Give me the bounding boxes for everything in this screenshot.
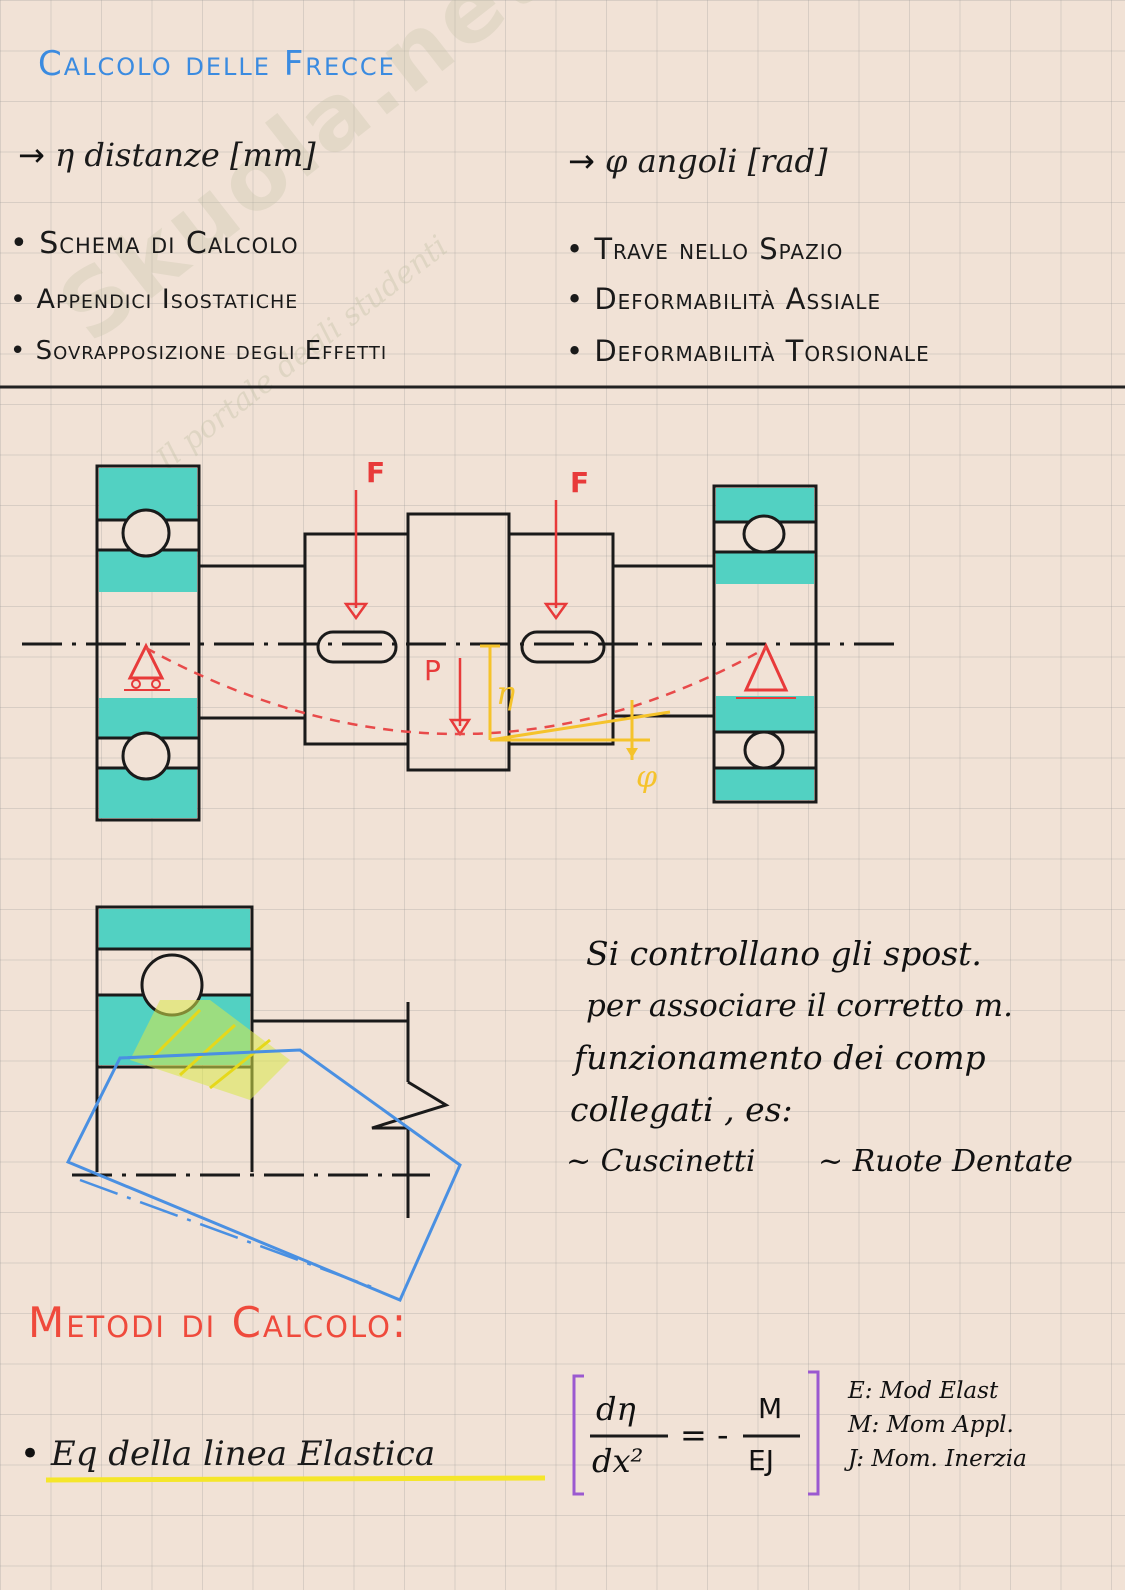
bearing-detail — [65, 905, 462, 1302]
note-line-1: Si controllano gli spost. — [586, 934, 982, 973]
weight-label: P — [424, 654, 441, 687]
topic-right-3-label: Deformabilità Torsionale — [594, 334, 930, 368]
topic-left-2-label: Appendici Isostatiche — [36, 284, 299, 315]
note-example-1: ~ Cuscinetti — [566, 1144, 756, 1179]
shaft-diagram — [22, 464, 900, 822]
angle-label: φ — [636, 760, 658, 795]
highlight-underline — [45, 1475, 546, 1483]
topic-left-3: • Sovrapposizione degli Effetti — [10, 336, 388, 366]
topic-right-1: • Trave nello Spazio — [566, 232, 844, 266]
topic-right-2: • Deformabilità Assiale — [566, 282, 882, 316]
arrow-right-icon: → — [18, 136, 55, 174]
note-line-3: funzionamento dei comp — [574, 1038, 986, 1077]
eta-label: η distanze [mm] — [54, 136, 316, 174]
note-line-4: collegati , es: — [570, 1090, 793, 1129]
right-bearing — [712, 484, 818, 804]
formula-rhs-num: M — [758, 1392, 783, 1425]
legend-e: E: Mod Elast — [848, 1378, 999, 1404]
methods-item-label: Eq della linea Elastica — [50, 1434, 436, 1474]
formula-lhs-den: dx² — [592, 1442, 644, 1480]
topic-left-3-label: Sovrapposizione degli Effetti — [35, 336, 388, 366]
formula-lhs-num: dη — [596, 1390, 636, 1428]
deflection-label: η — [496, 674, 516, 712]
eta-row: → η distanze [mm] — [18, 136, 316, 174]
arrow-right-icon: → — [568, 142, 605, 180]
legend-m: M: Mom Appl. — [848, 1412, 1014, 1438]
topic-left-2: • Appendici Isostatiche — [10, 284, 299, 315]
bracket-left — [572, 1374, 584, 1496]
methods-title: Metodi di Calcolo: — [28, 1298, 409, 1347]
phi-row: → φ angoli [rad] — [568, 142, 827, 180]
formula-equals: = - — [680, 1416, 729, 1454]
formula-rhs-den: EJ — [748, 1444, 774, 1477]
left-bearing — [95, 464, 201, 822]
force-label-right: F — [570, 466, 590, 499]
force-label-left: F — [366, 456, 386, 489]
methods-item: • Eq della linea Elastica — [20, 1434, 436, 1474]
page-title: Calcolo delle Frecce — [38, 44, 396, 84]
phi-label: φ angoli [rad] — [604, 142, 828, 180]
topic-right-3: • Deformabilità Torsionale — [566, 334, 930, 368]
topic-left-1: • Schema di Calcolo — [10, 226, 299, 261]
topic-right-2-label: Deformabilità Assiale — [594, 282, 882, 316]
note-example-2: ~ Ruote Dentate — [818, 1144, 1073, 1179]
note-line-2: per associare il corretto m. — [586, 988, 1013, 1024]
legend-j: J: Mom. Inerzia — [848, 1446, 1027, 1472]
topic-right-1-label: Trave nello Spazio — [594, 232, 844, 266]
bracket-right — [808, 1370, 820, 1496]
topic-left-1-label: Schema di Calcolo — [39, 226, 299, 261]
